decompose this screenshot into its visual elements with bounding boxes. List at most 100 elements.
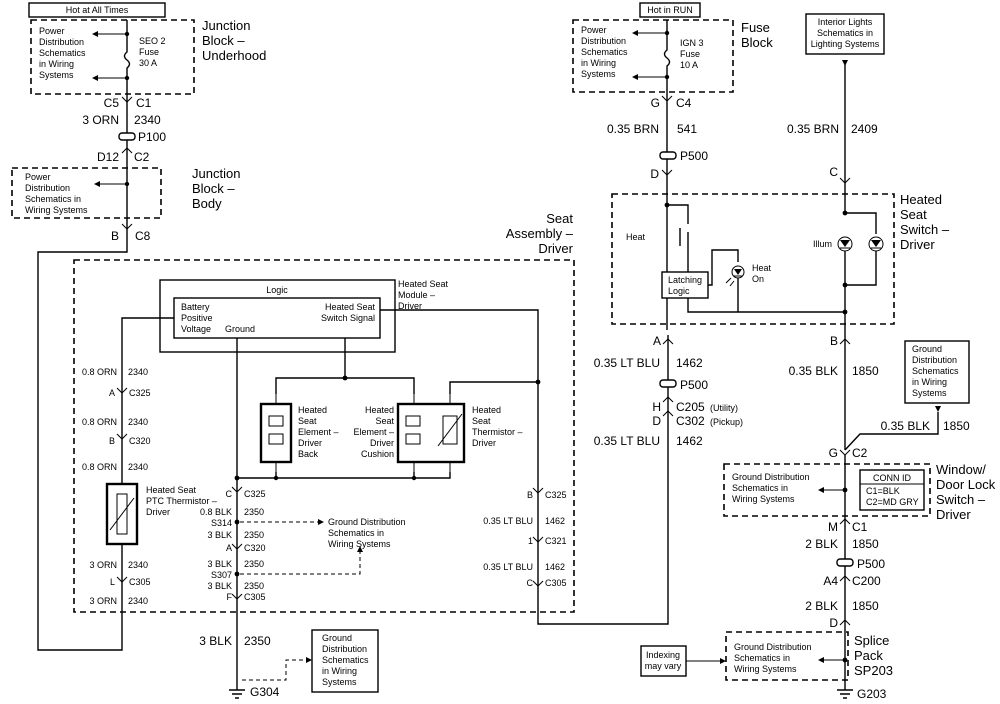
ground-dist-ref-splice: Ground Distribution Schematics in Wiring… <box>734 642 848 674</box>
connector-b-switch: B <box>830 334 851 348</box>
module-title: Heated Seat Module – Driver <box>398 279 449 311</box>
svg-text:S307: S307 <box>211 570 232 580</box>
svg-text:C200: C200 <box>852 574 881 588</box>
svg-text:G304: G304 <box>250 685 280 699</box>
svg-text:P500: P500 <box>680 378 708 392</box>
svg-text:Ground: Ground <box>912 344 942 354</box>
svg-text:D: D <box>650 167 659 181</box>
svg-text:2350: 2350 <box>244 559 264 569</box>
svg-text:B: B <box>527 490 533 500</box>
svg-text:C305: C305 <box>129 577 151 587</box>
inline-connector-p500-b: P500 <box>659 378 708 392</box>
svg-text:Heated: Heated <box>472 405 501 415</box>
wire-color-035-brn: 0.35 BRN <box>607 122 659 136</box>
wire-switch-ground-bus <box>687 298 845 313</box>
wire-color-035-blk-b: 0.35 BLK <box>881 419 930 433</box>
wire-2340-to-seat <box>37 232 128 651</box>
wire-illum-feed <box>844 195 877 234</box>
svg-text:3 BLK: 3 BLK <box>207 581 232 591</box>
connector-d12-c2: D12 C2 <box>97 147 150 164</box>
svg-text:Heat: Heat <box>752 263 772 273</box>
wire-color-3-orn: 3 ORN <box>82 113 119 127</box>
svg-text:C325: C325 <box>244 489 266 499</box>
connector-g-c4: G C4 <box>651 95 692 110</box>
ground-dist-ref-g304: Ground Distribution Schematics in Wiring… <box>242 629 379 693</box>
svg-text:1462: 1462 <box>545 562 565 572</box>
splice-pack-label: Splice Pack SP203 <box>854 633 893 678</box>
svg-text:Power: Power <box>581 25 607 35</box>
ground-dist-ref-right: Ground Distribution Schematics in Wiring… <box>904 340 970 412</box>
wire-color-035-blk: 0.35 BLK <box>789 364 838 378</box>
wire-color-2-blk-b: 2 BLK <box>805 599 838 613</box>
ground-g203: G203 <box>837 687 887 701</box>
connector-b-c8: B C8 <box>111 223 151 243</box>
connector-c-switch: C <box>829 165 851 184</box>
svg-text:Indexing: Indexing <box>646 650 680 660</box>
svg-text:Latching: Latching <box>668 275 702 285</box>
heated-seat-element-cushion: Heated Seat Element – Driver Cushion <box>353 394 466 472</box>
svg-text:Seat: Seat <box>298 416 317 426</box>
heat-switch-contact: Heat <box>626 202 689 252</box>
connector-h-c205-d-c302: H C205 (Utility) D C302 (Pickup) <box>652 396 743 428</box>
svg-text:2340: 2340 <box>128 367 148 377</box>
svg-text:P100: P100 <box>138 130 166 144</box>
latching-logic-box: Latching Logic <box>661 271 709 299</box>
heat-on-indicator: Heat On <box>725 263 772 312</box>
heated-seat-element-back: Heated Seat Element – Driver Back <box>259 394 339 472</box>
svg-text:1: 1 <box>528 536 533 546</box>
illum-lamp-1: Illum <box>813 236 853 252</box>
heated-seat-switch-box <box>611 193 895 325</box>
svg-text:3 ORN: 3 ORN <box>89 596 117 606</box>
svg-text:Switch –: Switch – <box>936 492 986 507</box>
junction-block-body-box <box>11 167 162 219</box>
fuse-block-label: Fuse Block <box>741 20 773 50</box>
svg-text:C8: C8 <box>135 229 151 243</box>
ground-dist-ref-inner: Ground Distribution Schematics in Wiring… <box>240 517 406 575</box>
svg-text:Schematics: Schematics <box>581 47 628 57</box>
svg-text:Driver: Driver <box>538 241 573 256</box>
svg-text:L: L <box>110 577 115 587</box>
illum-lamp-2 <box>868 236 884 252</box>
svg-text:B: B <box>109 436 115 446</box>
svg-text:Underhood: Underhood <box>202 48 266 63</box>
svg-text:Wiring Systems: Wiring Systems <box>734 664 797 674</box>
svg-text:D: D <box>652 414 661 428</box>
svg-text:A4: A4 <box>823 574 838 588</box>
wire-1462-switch-signal <box>380 309 669 625</box>
ground-g304: G304 <box>229 685 280 699</box>
svg-text:(Pickup): (Pickup) <box>710 417 743 427</box>
svg-text:Ground: Ground <box>225 324 255 334</box>
svg-text:in Wiring: in Wiring <box>322 666 357 676</box>
svg-text:P500: P500 <box>680 149 708 163</box>
connector-a4-c200: A4 C200 <box>823 574 881 588</box>
wire-thermistor-to-1462 <box>449 381 538 394</box>
ptc-thermistor: Heated Seat PTC Thermistor – Driver <box>105 482 217 546</box>
wire-color-2-blk: 2 BLK <box>805 537 838 551</box>
svg-text:Switch Signal: Switch Signal <box>321 313 375 323</box>
svg-text:Thermistor –: Thermistor – <box>472 427 523 437</box>
svg-text:10 A: 10 A <box>680 60 698 70</box>
svg-text:Driver: Driver <box>398 301 422 311</box>
svg-text:B: B <box>830 334 838 348</box>
svg-text:C325: C325 <box>129 388 151 398</box>
svg-text:Seat: Seat <box>546 211 573 226</box>
svg-text:Splice: Splice <box>854 633 889 648</box>
svg-text:0.35 LT BLU: 0.35 LT BLU <box>483 516 533 526</box>
svg-text:Schematics in: Schematics in <box>732 483 788 493</box>
svg-text:Schematics in: Schematics in <box>734 653 790 663</box>
svg-text:Distribution: Distribution <box>322 644 367 654</box>
circuit-1850-c: 1850 <box>852 537 879 551</box>
connector-d-switch: D <box>650 167 673 181</box>
svg-text:Schematics: Schematics <box>39 48 86 58</box>
ground-dist-ref-window: Ground Distribution Schematics in Wiring… <box>732 472 848 504</box>
svg-text:C1=BLK: C1=BLK <box>866 486 900 496</box>
svg-text:Seat: Seat <box>472 416 491 426</box>
svg-text:C: C <box>527 578 534 588</box>
svg-text:Driver: Driver <box>298 438 322 448</box>
svg-text:Body: Body <box>192 196 222 211</box>
svg-text:Driver: Driver <box>936 507 971 522</box>
svg-text:S314: S314 <box>211 518 232 528</box>
svg-text:Lighting Systems: Lighting Systems <box>811 39 880 49</box>
svg-text:Element –: Element – <box>353 427 394 437</box>
circuit-2340: 2340 <box>134 113 161 127</box>
